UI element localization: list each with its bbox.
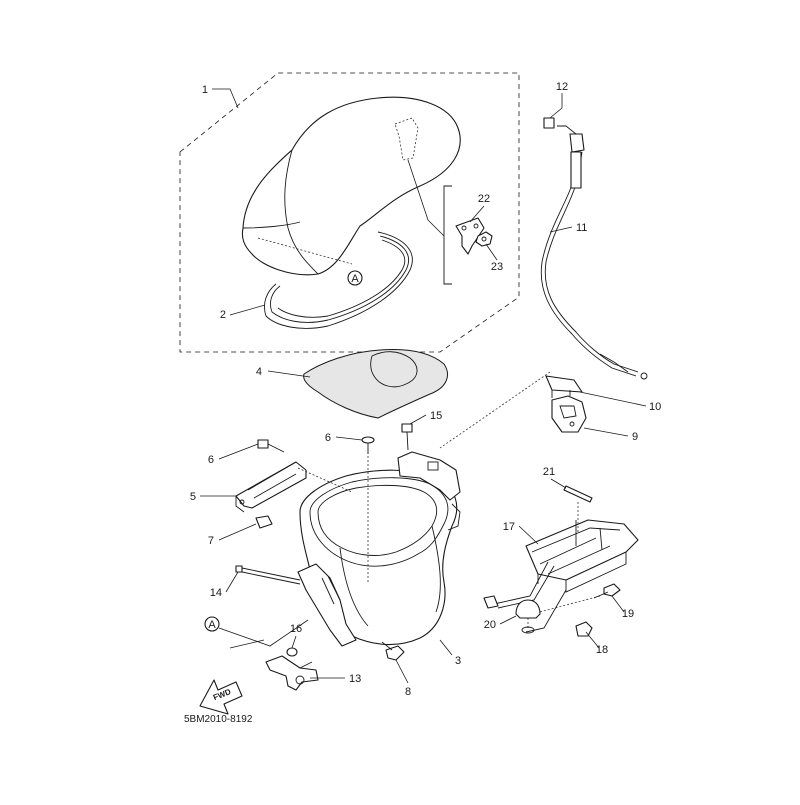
seat-lock-bracket xyxy=(455,217,485,255)
drawing-code: 5BM2010-8192 xyxy=(184,714,253,725)
callout-19: 19 xyxy=(622,608,634,620)
callout-11: 11 xyxy=(576,222,587,234)
bolt-center xyxy=(361,436,375,454)
seat xyxy=(241,96,461,276)
carrier-nut xyxy=(575,621,593,637)
clip xyxy=(255,515,273,529)
svg-text:A: A xyxy=(208,619,216,631)
callout-22: 22 xyxy=(478,193,490,205)
callout-6-left: 6 xyxy=(208,454,214,466)
grommet xyxy=(515,599,541,634)
callout-20: 20 xyxy=(484,619,496,631)
storage-box xyxy=(297,451,461,647)
callout-3: 3 xyxy=(455,655,461,667)
nut xyxy=(475,231,493,247)
helmet-hook xyxy=(235,461,307,513)
callout-23: 23 xyxy=(491,261,503,273)
strap xyxy=(563,485,593,503)
callout-14: 14 xyxy=(210,587,222,599)
lock-bracket xyxy=(545,375,583,398)
callout-7: 7 xyxy=(208,535,214,547)
callout-6-center: 6 xyxy=(325,432,331,444)
lock-axis xyxy=(439,371,551,449)
callout-numbers: 1 2 3 4 5 6 6 7 8 9 10 11 12 13 14 15 16… xyxy=(190,81,661,698)
washer xyxy=(286,647,298,657)
callout-13: 13 xyxy=(349,673,361,685)
bolt-top xyxy=(401,423,413,451)
bolt-left xyxy=(257,439,285,453)
callout-4: 4 xyxy=(256,366,262,378)
svg-text:A: A xyxy=(351,273,359,285)
seat-lock xyxy=(551,395,587,433)
hinge-bracket-brace xyxy=(443,185,452,285)
callout-1: 1 xyxy=(202,84,208,96)
callout-21: 21 xyxy=(543,466,555,478)
callout-17: 17 xyxy=(503,521,515,533)
storage-cover xyxy=(303,349,448,419)
rear-carrier xyxy=(483,519,639,633)
seat-lock-cable xyxy=(540,117,648,380)
fwd-arrow: FWD xyxy=(199,679,243,715)
callout-5: 5 xyxy=(190,491,196,503)
callout-2: 2 xyxy=(220,309,226,321)
long-bolt xyxy=(235,565,301,585)
leader-lines xyxy=(200,88,647,684)
callout-9: 9 xyxy=(632,431,638,443)
bolt-bottom xyxy=(381,641,405,661)
seat-trim xyxy=(264,231,413,329)
seat-assembly-outline xyxy=(179,72,520,353)
callout-12: 12 xyxy=(556,81,568,93)
ref-marker-a-bottom: A xyxy=(204,616,220,632)
fastener-axis xyxy=(539,595,601,613)
ref-marker-a-top: A xyxy=(347,270,363,286)
callout-18: 18 xyxy=(596,644,608,656)
carrier-bolt xyxy=(593,583,621,599)
callout-8: 8 xyxy=(405,686,411,698)
hinge-bracket xyxy=(265,655,319,691)
callout-10: 10 xyxy=(649,401,661,413)
hook-axis xyxy=(297,467,353,493)
callout-16: 16 xyxy=(290,623,302,635)
callout-15: 15 xyxy=(430,410,442,422)
